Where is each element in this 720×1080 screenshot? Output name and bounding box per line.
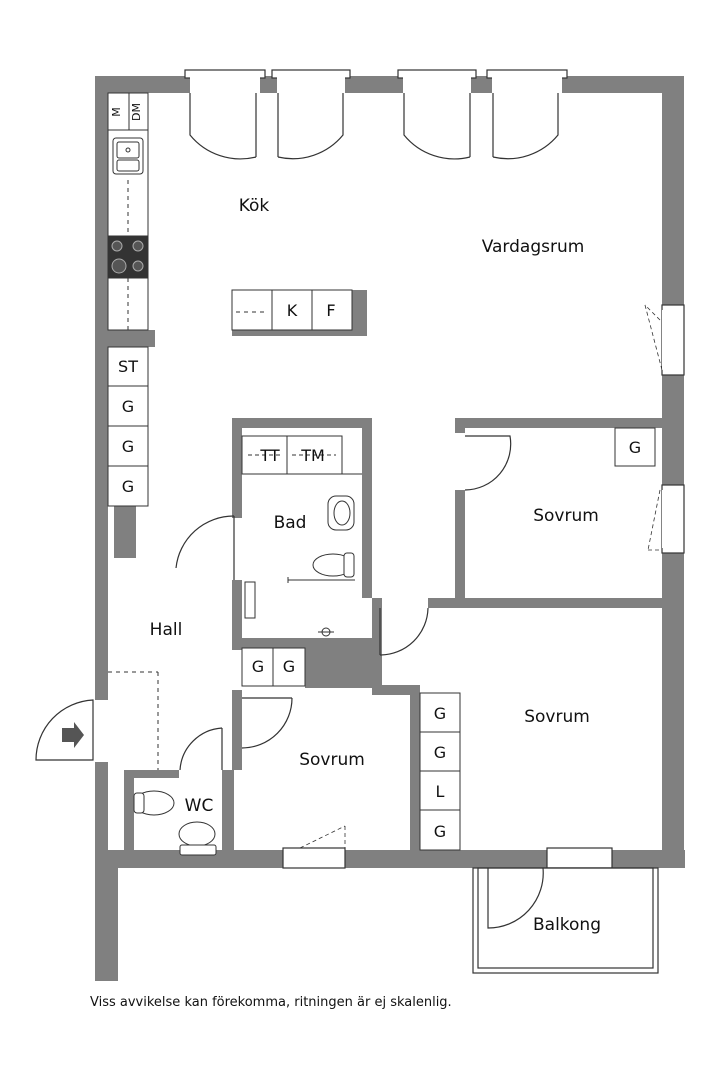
label-kitchen-g2: G: [122, 437, 134, 456]
label-kitchen-g1: G: [122, 397, 134, 416]
hall-details: [108, 671, 159, 770]
walls: [95, 76, 685, 981]
kitchen-counter: [107, 92, 149, 331]
label-sovrum-lower-l: L: [436, 782, 445, 801]
label-sovrum-upper-g: G: [629, 438, 641, 457]
label-st: ST: [118, 357, 138, 376]
label-island-f: F: [326, 301, 335, 320]
label-kok: Kök: [239, 196, 270, 216]
label-wc: WC: [185, 796, 214, 816]
kitchen-island: [231, 289, 367, 336]
label-balkong: Balkong: [533, 915, 601, 935]
entrance-door: [35, 699, 109, 762]
label-bath-g1: G: [252, 657, 264, 676]
label-bad: Bad: [274, 513, 307, 533]
balcony: [472, 867, 659, 974]
fixture-labels: M DM K F TT TM ST G G G G G G G G L G: [110, 103, 641, 841]
label-dishwasher: DM: [130, 103, 143, 121]
sovrum-upper-storage: [614, 427, 656, 467]
label-tt: TT: [259, 446, 279, 465]
wc-fixtures: [133, 790, 217, 856]
label-tm: TM: [300, 446, 325, 465]
label-bath-g2: G: [283, 657, 295, 676]
bathroom-fixtures: [241, 435, 362, 637]
balcony-doors: [189, 93, 559, 160]
label-microwave: M: [110, 107, 123, 117]
kitchen-storage: [107, 346, 149, 507]
label-sovrum-middle: Sovrum: [299, 750, 365, 770]
sovrum-lower-storage: [419, 692, 461, 851]
stove-icon: [108, 236, 148, 278]
room-labels: Kök Vardagsrum Bad Hall Sovrum Sovrum So…: [150, 196, 601, 935]
hall-storage: [241, 647, 306, 687]
label-kitchen-g3: G: [122, 477, 134, 496]
label-sovrum-lower-g2: G: [434, 743, 446, 762]
label-sovrum-lower-g3: G: [434, 822, 446, 841]
label-vardagsrum: Vardagsrum: [482, 237, 585, 257]
label-sovrum-lower: Sovrum: [524, 707, 590, 727]
label-island-k: K: [287, 301, 298, 320]
disclaimer-text: Viss avvikelse kan förekomma, ritningen …: [90, 995, 452, 1010]
sink-icon: [112, 137, 144, 175]
label-sovrum-lower-g1: G: [434, 704, 446, 723]
label-hall: Hall: [150, 620, 183, 640]
label-sovrum-upper: Sovrum: [533, 506, 599, 526]
